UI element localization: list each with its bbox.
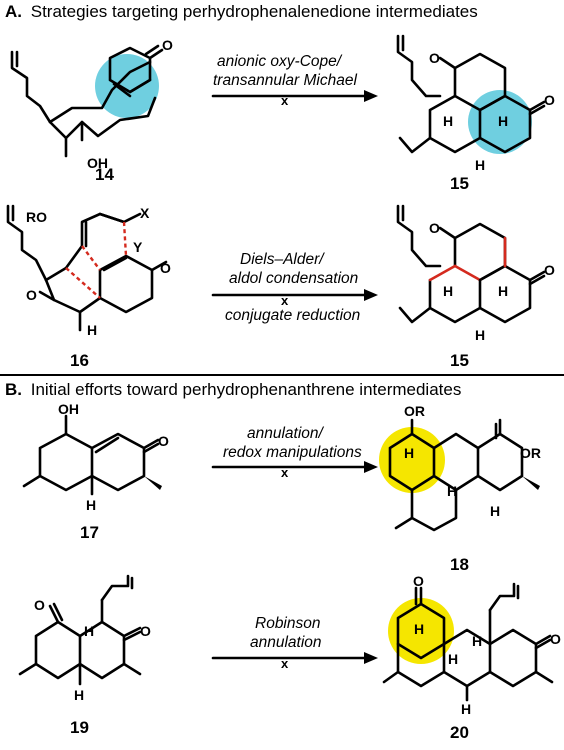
- atom-O: O: [160, 260, 171, 276]
- atom-O: O: [34, 597, 45, 613]
- atom-H: H: [475, 327, 485, 343]
- reaction-arrow-2: Diels–Alder/ aldol condensation x conjug…: [211, 251, 378, 324]
- atom-H: H: [498, 283, 508, 299]
- section-b-header: B. Initial efforts toward perhydrophenan…: [5, 380, 461, 399]
- atom-OR: OR: [520, 445, 541, 461]
- atom-RO: RO: [26, 209, 47, 225]
- atom-H: H: [74, 687, 84, 703]
- atom-H: H: [84, 623, 94, 639]
- reaction-arrow-1: anionic oxy-Cope/ transannular Michael x: [211, 53, 378, 108]
- atom-O: O: [26, 287, 37, 303]
- atom-H: H: [490, 503, 500, 519]
- conditions-line-1-1: anionic oxy-Cope/: [217, 53, 343, 70]
- conditions-line-2-3: conjugate reduction: [225, 307, 360, 324]
- compound-16-structure: RO X Y O O H: [6, 204, 171, 338]
- compound-19-structure: O O H H: [18, 574, 151, 703]
- conditions-line-2-2: aldol condensation: [229, 270, 358, 287]
- atom-O: O: [544, 92, 555, 108]
- atom-OH: OH: [58, 401, 79, 417]
- atom-H: H: [475, 157, 485, 173]
- atom-O: O: [544, 262, 555, 278]
- atom-O: O: [550, 631, 561, 647]
- atom-OR: OR: [404, 403, 425, 419]
- failed-mark-4: x: [281, 656, 289, 671]
- atom-O: O: [413, 573, 424, 589]
- compound-18-structure: OR OR H H H: [379, 403, 541, 532]
- conditions-line-3-1: annulation/: [247, 425, 325, 442]
- atom-H: H: [443, 113, 453, 129]
- atom-H: H: [461, 701, 471, 717]
- compound-20-structure: O O H H H H: [382, 573, 561, 717]
- atom-H: H: [87, 322, 97, 338]
- compound-number-17: 17: [80, 523, 99, 542]
- compound-number-15-a: 15: [450, 174, 469, 193]
- compound-15-structure-a: H H H O O: [396, 34, 555, 173]
- atom-H: H: [443, 283, 453, 299]
- conditions-line-4-1: Robinson: [255, 615, 321, 632]
- reaction-arrow-4: Robinson annulation x: [211, 615, 378, 671]
- atom-H: H: [448, 651, 458, 667]
- atom-O: O: [158, 433, 169, 449]
- atom-H: H: [86, 497, 96, 513]
- compound-number-18: 18: [450, 555, 469, 574]
- reaction-arrow-3: annulation/ redox manipulations x: [211, 425, 378, 480]
- failed-mark-3: x: [281, 465, 289, 480]
- section-a-letter: A.: [5, 2, 22, 21]
- atom-Y: Y: [133, 239, 143, 255]
- section-b-title: Initial efforts toward perhydrophenanthr…: [31, 380, 462, 399]
- compound-number-20: 20: [450, 723, 469, 742]
- section-b-letter: B.: [5, 380, 22, 399]
- conditions-line-1-2: transannular Michael: [213, 72, 357, 89]
- compound-number-16: 16: [70, 351, 89, 370]
- compound-17-structure: OH O H: [22, 401, 169, 513]
- conditions-line-4-2: annulation: [250, 634, 322, 651]
- atom-OH: OH: [87, 155, 108, 171]
- atom-O: O: [429, 220, 440, 236]
- highlight-ring-15: [468, 90, 532, 154]
- atom-H: H: [414, 621, 424, 637]
- atom-O: O: [140, 623, 151, 639]
- failed-mark-2: x: [281, 293, 289, 308]
- compound-15-structure-b: H H H O O: [396, 204, 555, 343]
- atom-H: H: [404, 445, 414, 461]
- atom-O: O: [429, 50, 440, 66]
- failed-mark-1: x: [281, 93, 289, 108]
- atom-H: H: [498, 113, 508, 129]
- compound-number-14: 14: [95, 165, 114, 184]
- conditions-line-2-1: Diels–Alder/: [240, 251, 325, 268]
- section-a-header: A. Strategies targeting perhydrophenalen…: [5, 2, 478, 21]
- atom-X: X: [140, 205, 150, 221]
- compound-14-structure: O OH: [10, 37, 173, 171]
- compound-number-19: 19: [70, 718, 89, 737]
- conditions-line-3-2: redox manipulations: [223, 444, 362, 461]
- atom-H: H: [472, 633, 482, 649]
- atom-O: O: [162, 37, 173, 53]
- compound-number-15-b: 15: [450, 351, 469, 370]
- section-a-title: Strategies targeting perhydrophenalenedi…: [31, 2, 478, 21]
- atom-H: H: [447, 483, 457, 499]
